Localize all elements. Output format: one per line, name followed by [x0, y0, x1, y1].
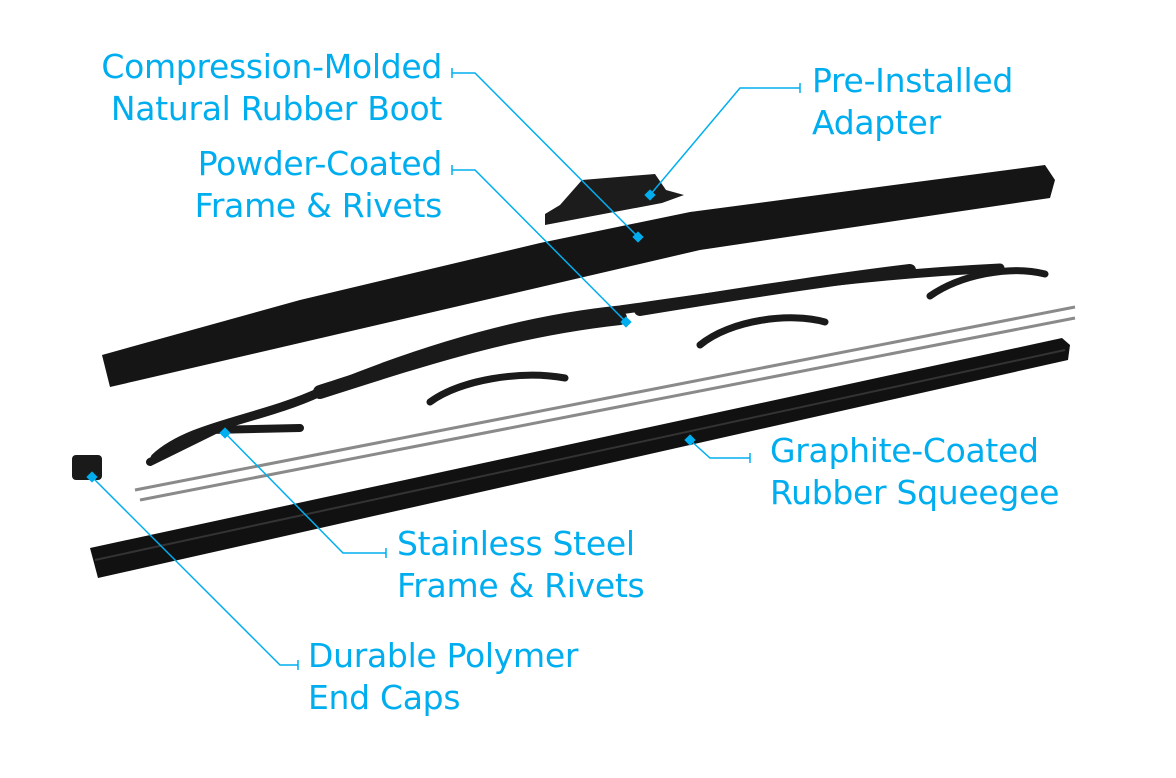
leader-lines [91, 68, 801, 670]
label-line: End Caps [308, 678, 461, 717]
label-line: Adapter [812, 103, 941, 142]
label-stainless-steel-frame: Stainless Steel Frame & Rivets [397, 523, 645, 607]
label-squeegee: Graphite-Coated Rubber Squeegee [770, 430, 1059, 514]
label-line: Durable Polymer [308, 636, 579, 675]
label-line: Natural Rubber Boot [110, 89, 442, 128]
polymer-end-cap [72, 455, 102, 480]
pre-installed-adapter [545, 174, 684, 225]
label-line: Graphite-Coated [770, 431, 1039, 470]
label-adapter: Pre-Installed Adapter [812, 60, 1013, 144]
label-powder-coated-frame: Powder-Coated Frame & Rivets [194, 143, 443, 227]
label-line: Powder-Coated [197, 144, 443, 183]
label-end-caps: Durable Polymer End Caps [308, 635, 578, 719]
label-line: Frame & Rivets [194, 186, 443, 225]
label-line: Compression-Molded [101, 47, 442, 86]
label-line: Pre-Installed [812, 61, 1014, 100]
label-line: Stainless Steel [397, 524, 635, 563]
rubber-boot [102, 165, 1055, 387]
rubber-squeegee [90, 338, 1070, 578]
label-rubber-boot: Compression-Molded Natural Rubber Boot [101, 46, 442, 130]
label-line: Rubber Squeegee [770, 473, 1060, 512]
stainless-steel-rails [134, 305, 1076, 502]
label-line: Frame & Rivets [397, 566, 645, 605]
